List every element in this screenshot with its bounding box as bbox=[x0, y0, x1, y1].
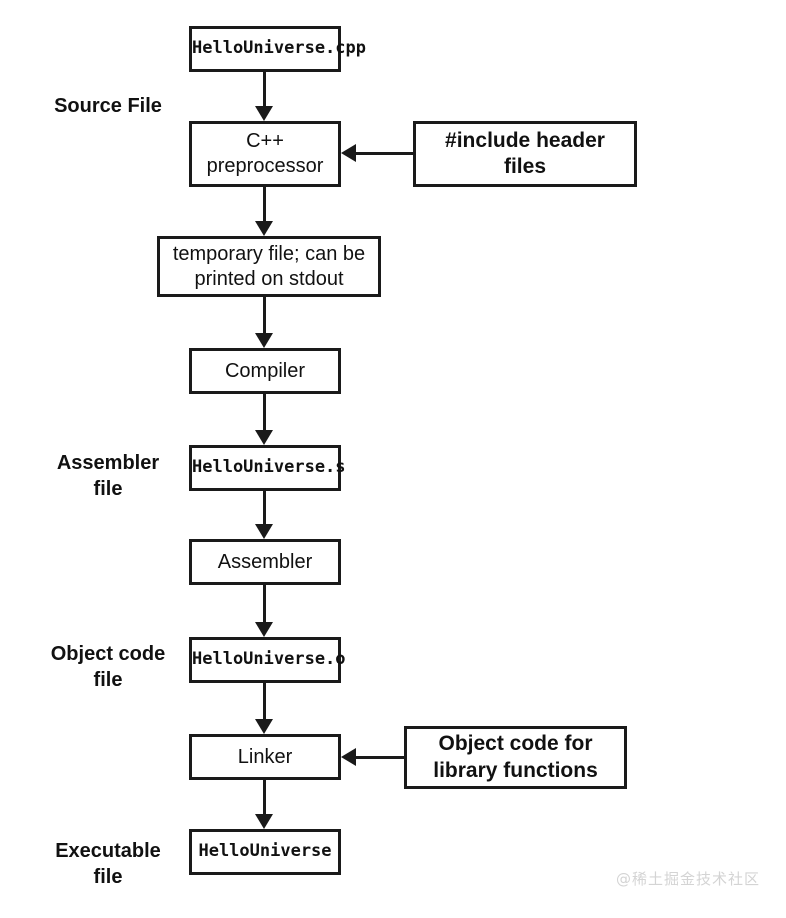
node-temporary-file: temporary file; can be printed on stdout bbox=[157, 236, 381, 297]
node-label-linker: Linker bbox=[237, 745, 293, 768]
arrow-compiler-to-assembly-head bbox=[255, 430, 273, 445]
arrow-preprocessor-to-temp-head bbox=[255, 221, 273, 236]
watermark: @稀土掘金技术社区 bbox=[616, 870, 761, 888]
node-label-compiler: Compiler bbox=[224, 359, 306, 382]
node-source-cpp: HelloUniverse.cpp bbox=[189, 26, 366, 72]
node-label-assembler: Assembler bbox=[217, 550, 313, 573]
arrow-assembler-to-object-line bbox=[263, 585, 266, 623]
node-label-library-object: Object code for library functions bbox=[433, 732, 598, 782]
node-label-executable: HelloUniverse bbox=[198, 841, 332, 862]
node-library-object: Object code for library functions bbox=[404, 726, 627, 789]
arrow-temp-to-compiler-line bbox=[263, 297, 266, 334]
node-compiler: Compiler bbox=[189, 348, 341, 394]
arrow-library-to-linker-head bbox=[341, 748, 356, 766]
arrow-assembly-to-assembler-line bbox=[263, 491, 266, 525]
node-assembly-s: HelloUniverse.s bbox=[189, 445, 346, 491]
arrow-preprocessor-to-temp-line bbox=[263, 187, 266, 222]
node-include-headers: #include header files bbox=[413, 121, 637, 187]
arrow-object-to-linker-line bbox=[263, 683, 266, 720]
node-label-object-o: HelloUniverse.o bbox=[192, 649, 346, 670]
arrow-linker-to-executable-line bbox=[263, 780, 266, 815]
arrow-object-to-linker-head bbox=[255, 719, 273, 734]
arrow-compiler-to-assembly-line bbox=[263, 394, 266, 431]
node-preprocessor: C++ preprocessor bbox=[189, 121, 341, 187]
node-label-source-cpp: HelloUniverse.cpp bbox=[192, 38, 366, 59]
node-label-preprocessor: C++ preprocessor bbox=[206, 130, 324, 177]
arrow-headers-to-preprocessor-head bbox=[341, 144, 356, 162]
arrow-library-to-linker-line bbox=[355, 756, 404, 759]
arrow-linker-to-executable-head bbox=[255, 814, 273, 829]
node-executable: HelloUniverse bbox=[189, 829, 341, 875]
stage-label-object-code-file: Object code file bbox=[50, 643, 166, 691]
node-label-temporary-file: temporary file; can be printed on stdout bbox=[172, 242, 366, 290]
arrow-headers-to-preprocessor-line bbox=[355, 152, 413, 155]
arrow-temp-to-compiler-head bbox=[255, 333, 273, 348]
arrow-source-to-preprocessor-head bbox=[255, 106, 273, 121]
stage-label-executable-file: Executable file bbox=[55, 840, 161, 888]
node-object-o: HelloUniverse.o bbox=[189, 637, 346, 683]
stage-label-assembler-file: Assembler file bbox=[56, 452, 160, 500]
node-label-include-headers: #include header files bbox=[445, 128, 605, 178]
node-assembler: Assembler bbox=[189, 539, 341, 585]
node-linker: Linker bbox=[189, 734, 341, 780]
arrow-source-to-preprocessor-line bbox=[263, 72, 266, 107]
arrow-assembly-to-assembler-head bbox=[255, 524, 273, 539]
arrow-assembler-to-object-head bbox=[255, 622, 273, 637]
node-label-assembly-s: HelloUniverse.s bbox=[192, 457, 346, 478]
stage-label-source-file: Source File bbox=[54, 95, 162, 117]
